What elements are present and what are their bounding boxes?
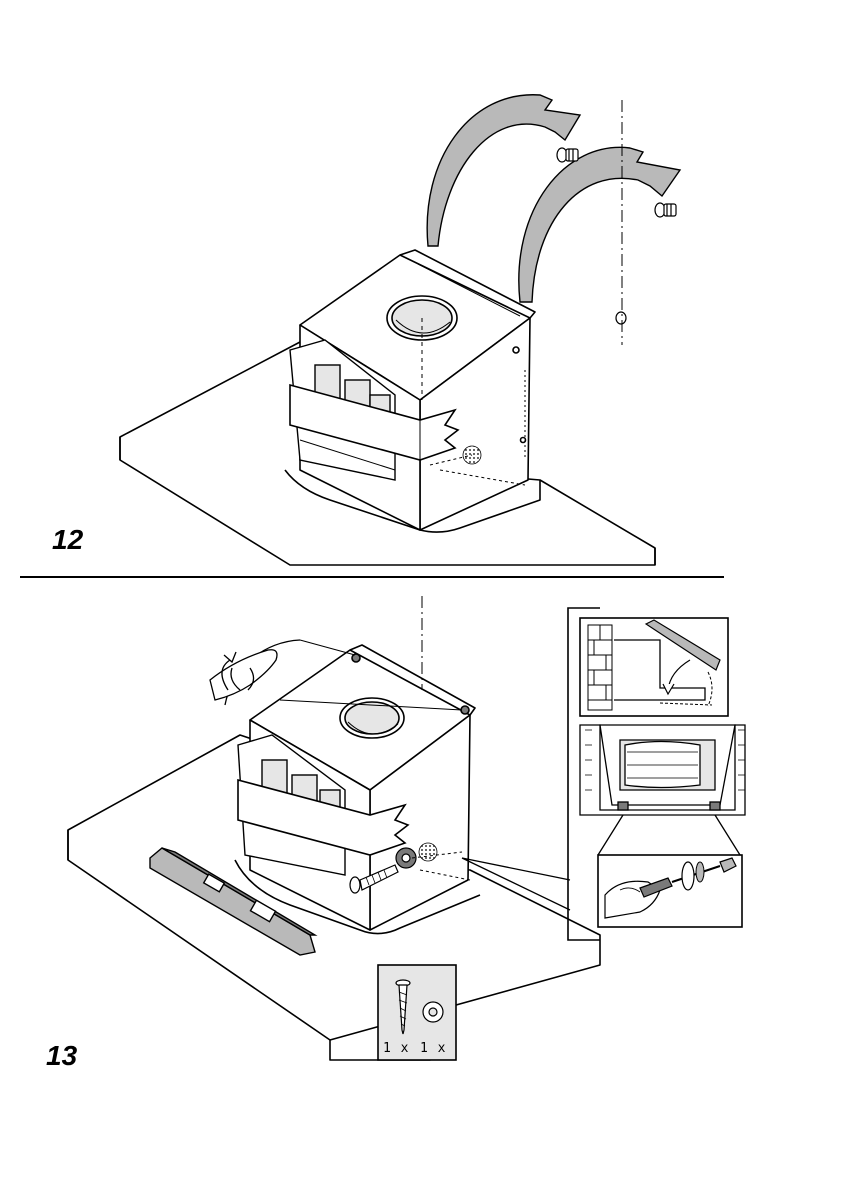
drill-hole-icon (616, 312, 626, 324)
detail-panel (568, 608, 745, 940)
hand-icon (210, 650, 277, 700)
step-number-12: 12 (52, 524, 83, 556)
curved-arrow-right (519, 147, 680, 302)
wall-plug-icon (655, 203, 676, 217)
wall-plug-icon (557, 148, 578, 162)
mounting-bracket (580, 725, 745, 815)
screw-quantity: 1 x (383, 1041, 409, 1056)
step-number-13: 13 (46, 1040, 77, 1072)
curved-arrow-left (427, 95, 580, 246)
washer-quantity: 1 x (420, 1041, 446, 1056)
step-12-illustration (120, 95, 680, 565)
washer-icon (423, 1002, 443, 1022)
step-13-illustration (68, 596, 745, 1060)
grommet-icon (419, 843, 437, 861)
